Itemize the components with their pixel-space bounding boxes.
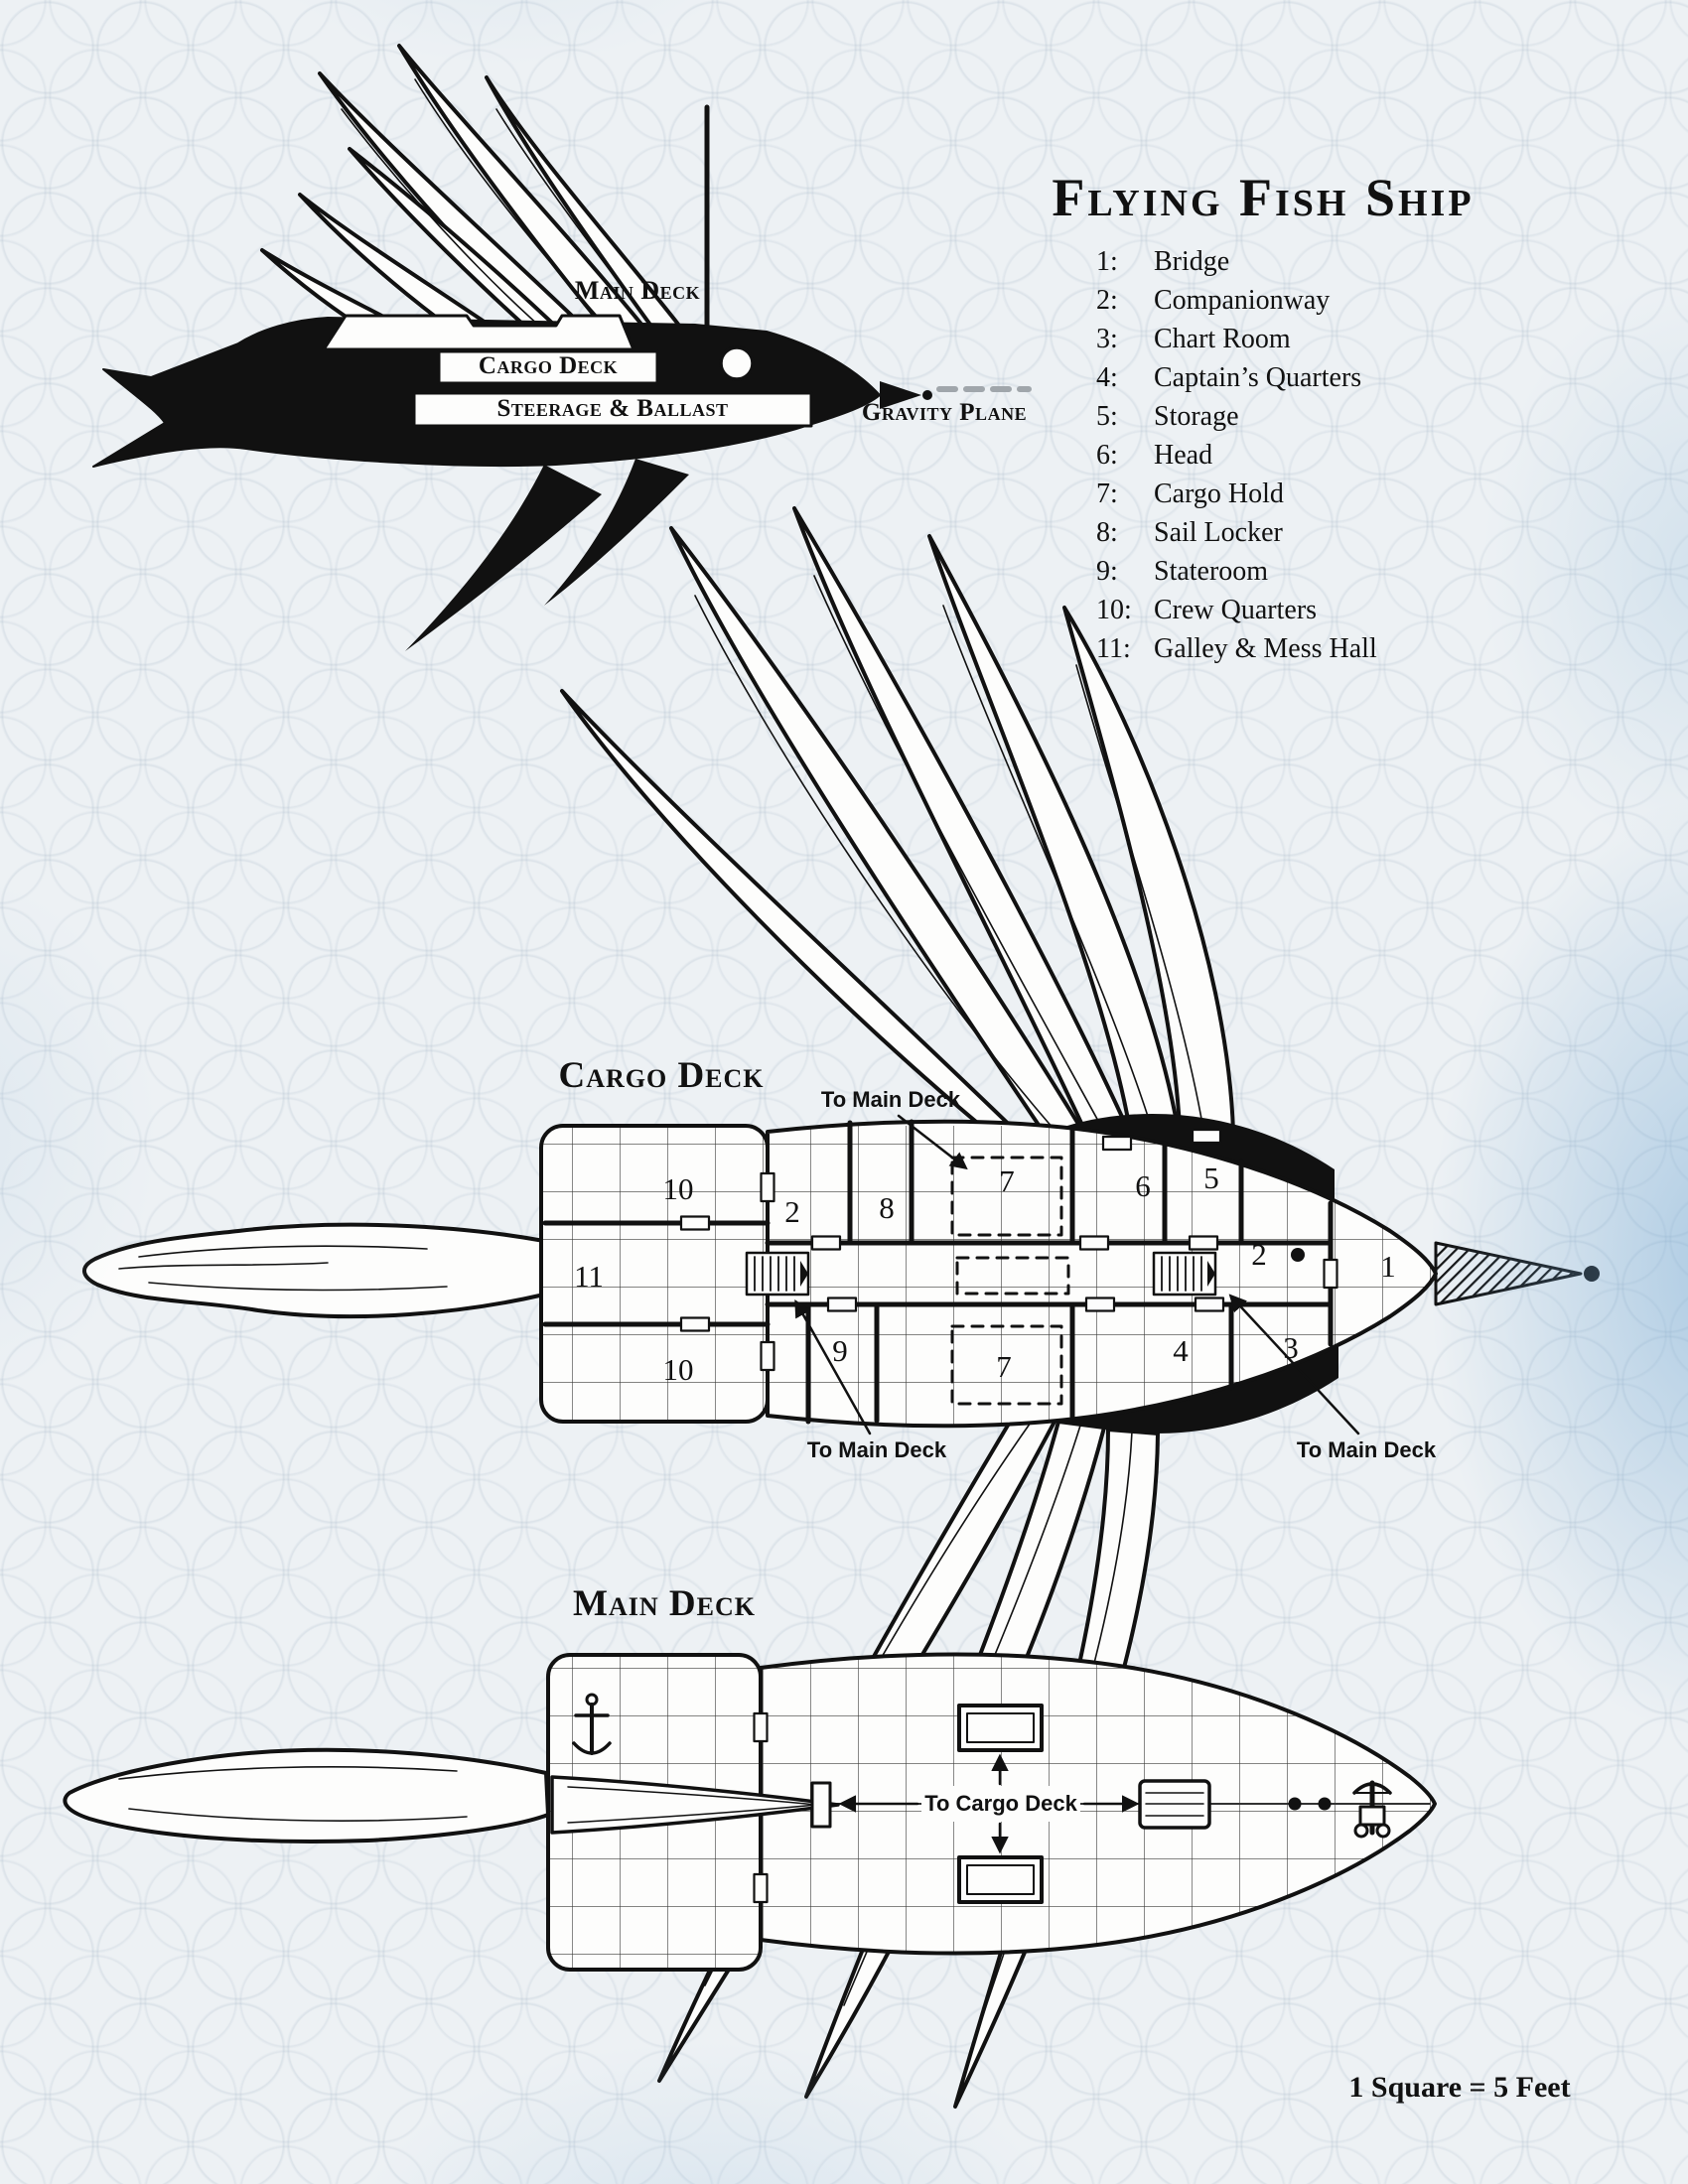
ram-ball bbox=[1584, 1266, 1600, 1282]
legend-number: 7: bbox=[1096, 478, 1118, 509]
legend-label: Sail Locker bbox=[1154, 517, 1283, 548]
legend-number: 9: bbox=[1096, 556, 1118, 587]
side-main-deck-label: Main Deck bbox=[574, 276, 701, 305]
to-main-deck-annotation-bottom-right: To Main Deck bbox=[1296, 1437, 1437, 1462]
legend-number: 10: bbox=[1096, 595, 1132, 625]
legend-item: 5: Storage bbox=[1096, 397, 1533, 436]
legend-label: Bridge bbox=[1154, 246, 1230, 277]
cargo-deck-hatch-bottom bbox=[957, 1855, 1044, 1904]
legend-label: Cargo Hold bbox=[1154, 478, 1284, 509]
room-number: 1 bbox=[1380, 1249, 1396, 1284]
legend-label: Galley & Mess Hall bbox=[1154, 633, 1377, 664]
legend-number: 8: bbox=[1096, 517, 1118, 548]
room-number: 2 bbox=[1251, 1237, 1267, 1272]
room-number: 8 bbox=[879, 1190, 895, 1225]
to-main-deck-annotation-bottom-left: To Main Deck bbox=[806, 1437, 947, 1462]
legend-number: 1: bbox=[1096, 246, 1118, 277]
main-deck-heading: Main Deck bbox=[573, 1583, 756, 1624]
ram-spike bbox=[1434, 1241, 1583, 1306]
cargo-deck-plan bbox=[539, 1114, 1600, 1435]
room-number: 10 bbox=[662, 1171, 694, 1206]
side-cargo-deck-label: Cargo Deck bbox=[478, 352, 619, 379]
stairs-starboard bbox=[1152, 1251, 1217, 1297]
legend-label: Stateroom bbox=[1154, 556, 1269, 587]
legend-item: 7: Cargo Hold bbox=[1096, 475, 1533, 513]
room-number: 5 bbox=[1203, 1160, 1219, 1195]
room-number: 6 bbox=[1135, 1168, 1151, 1203]
stern-bulkhead-hatch bbox=[810, 1781, 832, 1829]
room-number: 7 bbox=[996, 1349, 1012, 1384]
mast-dot-aft bbox=[1318, 1797, 1332, 1811]
cargo-deck-hatch-top bbox=[957, 1704, 1044, 1752]
hatch-cover bbox=[1138, 1779, 1211, 1830]
porthole bbox=[719, 345, 755, 381]
cargo-deck-heading: Cargo Deck bbox=[558, 1055, 765, 1096]
mast-position-dot bbox=[1291, 1248, 1305, 1262]
legend-number: 4: bbox=[1096, 362, 1118, 393]
room-number: 7 bbox=[999, 1163, 1015, 1198]
room-number: 9 bbox=[832, 1333, 848, 1368]
side-steerage-label: Steerage & Ballast bbox=[496, 395, 729, 422]
legend-item: 10: Crew Quarters bbox=[1096, 591, 1533, 629]
room-number: 4 bbox=[1173, 1333, 1189, 1368]
legend-item: 9: Stateroom bbox=[1096, 552, 1533, 591]
room-legend: 1: Bridge 2: Companionway 3: Chart Room 4: C… bbox=[1096, 242, 1533, 668]
to-main-deck-annotation-top: To Main Deck bbox=[820, 1087, 961, 1112]
trailing-fin bbox=[405, 465, 602, 651]
room-number: 11 bbox=[574, 1259, 604, 1294]
cargo-tail-fin bbox=[82, 1222, 546, 1319]
legend-item: 3: Chart Room bbox=[1096, 320, 1533, 358]
stairs-port bbox=[745, 1251, 810, 1297]
legend-label: Companionway bbox=[1154, 285, 1331, 316]
room-number: 3 bbox=[1283, 1330, 1299, 1365]
to-cargo-deck-annotation: To Cargo Deck bbox=[924, 1791, 1077, 1816]
legend-item: 8: Sail Locker bbox=[1096, 513, 1533, 552]
legend-label: Crew Quarters bbox=[1154, 595, 1318, 625]
legend-label: Storage bbox=[1154, 401, 1239, 432]
legend-label: Chart Room bbox=[1154, 324, 1291, 354]
legend-label: Captain’s Quarters bbox=[1154, 362, 1362, 393]
legend-item: 1: Bridge bbox=[1096, 242, 1533, 281]
mast-dot-fore bbox=[1288, 1797, 1302, 1811]
legend-number: 2: bbox=[1096, 285, 1118, 316]
main-tail-fin bbox=[63, 1747, 550, 1844]
side-view-drawing bbox=[92, 44, 1032, 651]
legend-number: 5: bbox=[1096, 401, 1118, 432]
scale-note: 1 Square = 5 Feet bbox=[1348, 2071, 1571, 2104]
legend-number: 3: bbox=[1096, 324, 1118, 354]
main-deck-plan bbox=[63, 1652, 1437, 1972]
legend-item: 6: Head bbox=[1096, 436, 1533, 475]
legend-item: 2: Companionway bbox=[1096, 281, 1533, 320]
legend-number: 11: bbox=[1096, 633, 1131, 664]
room-number: 10 bbox=[662, 1352, 694, 1387]
legend-item: 4: Captain’s Quarters bbox=[1096, 358, 1533, 397]
room-number: 2 bbox=[784, 1194, 800, 1229]
gravity-plane-label: Gravity Plane bbox=[861, 399, 1028, 426]
legend-number: 6: bbox=[1096, 440, 1118, 471]
legend-item: 11: Galley & Mess Hall bbox=[1096, 629, 1533, 668]
legend-label: Head bbox=[1154, 440, 1213, 471]
page-title: Flying Fish Ship bbox=[1052, 168, 1475, 227]
